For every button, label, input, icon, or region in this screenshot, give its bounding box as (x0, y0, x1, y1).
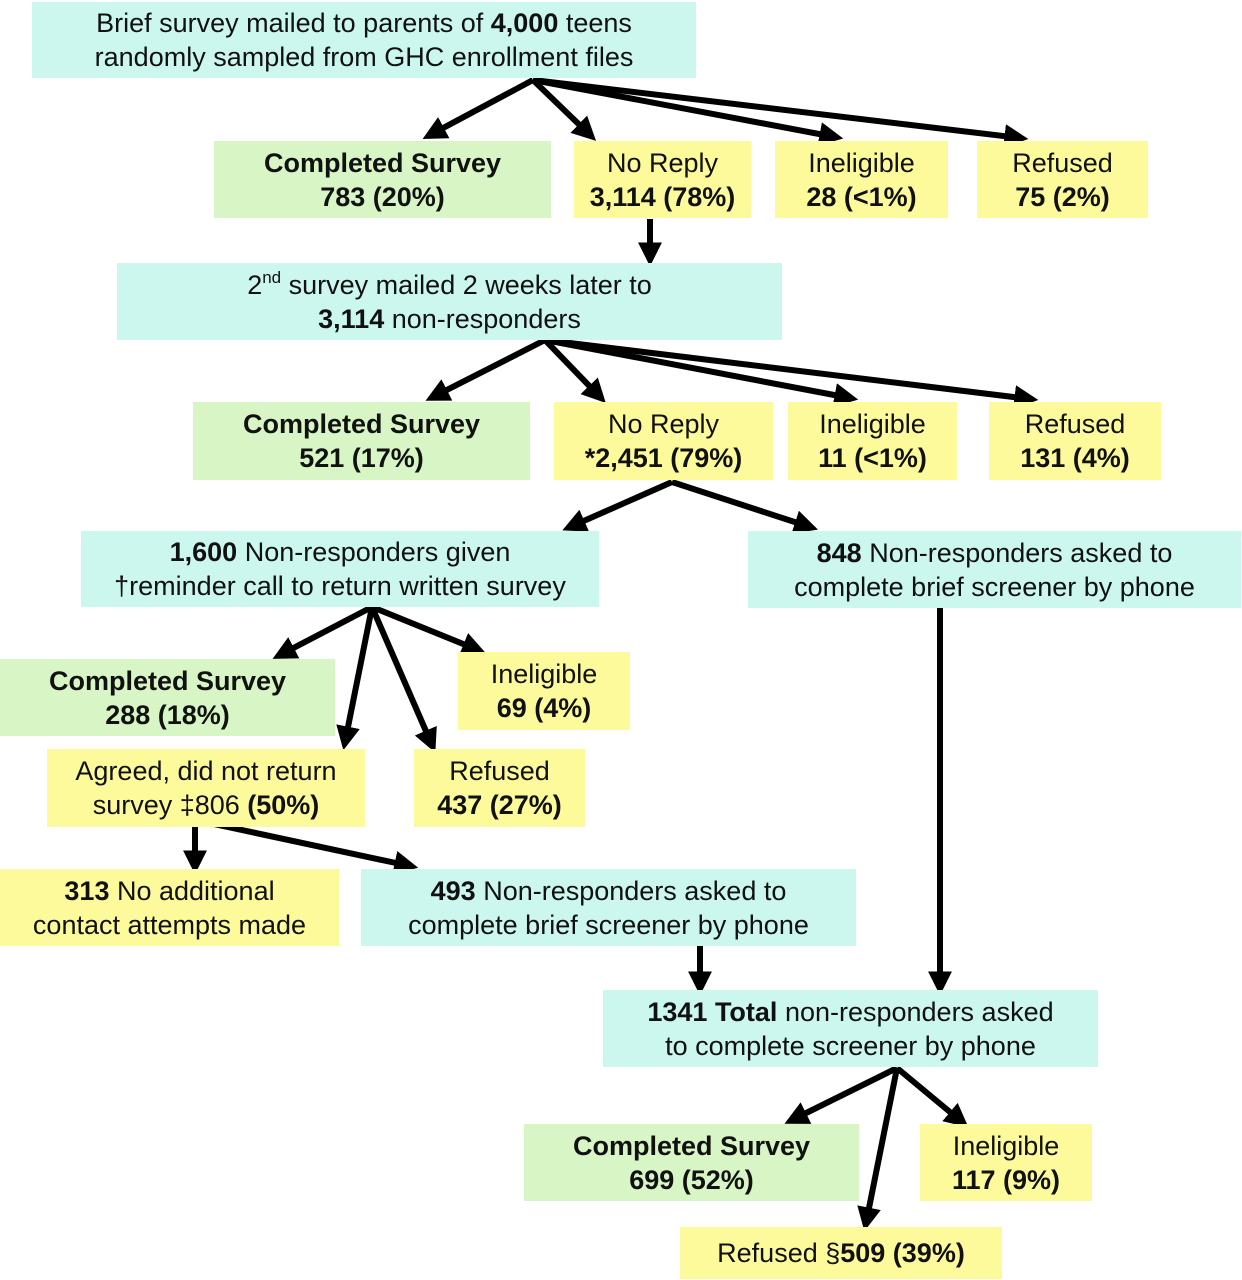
no-additional-line2: contact attempts made (32, 909, 307, 940)
arrow-to-completed-4 (784, 1065, 899, 1124)
agreed-percent: (50%) (247, 790, 320, 820)
ineligible-value-3: 69 (4%) (496, 693, 592, 723)
no-additional-text: No additional (109, 875, 275, 906)
ineligible-label-3: Ineligible (490, 659, 598, 689)
ineligible-label-2: Ineligible (819, 409, 926, 439)
total-line2: to complete screener by phone (665, 1030, 1036, 1061)
ineligible-value-1: 28 (<1%) (806, 181, 917, 212)
refused-value-2: 131 (4%) (1020, 443, 1130, 473)
refused-label-2: Refused (1024, 409, 1126, 439)
second-survey-ordinal: 2 (247, 269, 263, 300)
second-survey-box: 2nd survey mailed 2 weeks later to 3,114… (117, 263, 782, 340)
completed-label-3: Completed Survey (48, 665, 287, 696)
arrow-to-refused-3 (369, 605, 437, 753)
no-additional-count: 313 (64, 875, 110, 906)
phone493-count: 493 (430, 875, 476, 906)
total-text: non-responders asked (777, 996, 1054, 1027)
completed-label-2: Completed Survey (242, 409, 481, 439)
phone-screener-848-box: 848 Non-responders asked to complete bri… (748, 531, 1241, 608)
ineligible-box-1: Ineligible 28 (<1%) (775, 141, 948, 218)
initial-mailing-text-end: teens (558, 8, 632, 38)
refused-label-3: Refused (449, 756, 550, 786)
reminder-call-box: 1,600 Non-responders given †reminder cal… (81, 531, 599, 607)
completed-label-1: Completed Survey (263, 147, 502, 178)
refused-box-2: Refused 131 (4%) (989, 402, 1161, 480)
second-survey-count: 3,114 (318, 303, 385, 334)
arrow-to-completed-3 (272, 604, 374, 659)
phone493-line2: complete brief screener by phone (408, 909, 809, 940)
completed-value-1: 783 (20%) (320, 181, 445, 212)
arrow-to-completed-1 (422, 77, 535, 139)
no-reply-label-1: No Reply (606, 147, 719, 178)
refused-box-3: Refused 437 (27%) (414, 749, 585, 827)
refused-box-4: Refused §509 (39%) (680, 1227, 1002, 1279)
arrow-to-agreed (336, 606, 375, 751)
arrow-to-ineligible-4 (895, 1065, 969, 1128)
no-reply-value-2: *2,451 (79%) (584, 443, 743, 473)
completed-survey-box-1: Completed Survey 783 (20%) (214, 141, 551, 218)
arrow-to-phone493 (194, 817, 419, 875)
initial-mailing-count: 4,000 (490, 8, 559, 38)
refused-box-1: Refused 75 (2%) (977, 141, 1148, 218)
phone493-text: Non-responders asked to (475, 875, 787, 906)
refused-value-1: 75 (2%) (1015, 181, 1110, 212)
refused-value-4: 509 (39%) (840, 1238, 965, 1268)
second-survey-suffix: nd (262, 267, 282, 287)
completed-value-3: 288 (18%) (105, 699, 230, 730)
no-reply-label-2: No Reply (607, 409, 720, 439)
completed-survey-box-2: Completed Survey 521 (17%) (193, 402, 530, 480)
phone848-line2: complete brief screener by phone (794, 571, 1195, 602)
ineligible-value-2: 11 (<1%) (818, 443, 927, 473)
completed-survey-box-4: Completed Survey 699 (52%) (524, 1124, 859, 1201)
refused-label-4: Refused § (717, 1238, 841, 1268)
agreed-line1: Agreed, did not return (75, 756, 337, 786)
arrow-to-refused-4 (857, 1067, 900, 1232)
completed-value-4: 699 (52%) (629, 1164, 754, 1195)
agreed-not-returned-box: Agreed, did not return survey ‡806 (50%) (47, 749, 365, 827)
arrow-to-ineligible-3 (370, 604, 486, 656)
ineligible-box-2: Ineligible 11 (<1%) (788, 402, 957, 480)
completed-label-4: Completed Survey (572, 1130, 811, 1161)
refused-value-3: 437 (27%) (437, 790, 562, 820)
ineligible-label-1: Ineligible (808, 147, 915, 178)
arrow-to-noreply-2 (542, 337, 606, 404)
no-additional-contact-box: 313 No additional contact attempts made (0, 869, 339, 946)
arrow-to-noreply-1 (530, 77, 597, 141)
phone-screener-493-box: 493 Non-responders asked to complete bri… (361, 869, 856, 946)
total-phone-screener-box: 1341 Total non-responders asked to compl… (603, 990, 1098, 1067)
arrow-to-reminder (562, 479, 674, 532)
agreed-count: survey ‡806 (92, 790, 248, 820)
second-survey-line2: non-responders (384, 303, 581, 334)
completed-survey-box-3: Completed Survey 288 (18%) (0, 659, 335, 736)
reminder-count: 1,600 (169, 537, 238, 567)
reminder-line2: †reminder call to return written survey (114, 571, 566, 601)
ineligible-box-4: Ineligible 117 (9%) (920, 1124, 1092, 1201)
no-reply-box-1: No Reply 3,114 (78%) (574, 141, 751, 218)
reminder-text: Non-responders given (237, 537, 511, 567)
no-reply-value-1: 3,114 (78%) (589, 181, 736, 212)
completed-value-2: 521 (17%) (299, 443, 424, 473)
ineligible-label-4: Ineligible (952, 1130, 1060, 1161)
arrow-to-ineligible-2 (544, 337, 859, 407)
no-reply-box-2: No Reply *2,451 (79%) (554, 402, 773, 480)
initial-mailing-text: Brief survey mailed to parents of (96, 8, 491, 38)
phone848-count: 848 (816, 537, 862, 568)
second-survey-text: survey mailed 2 weeks later to (281, 269, 652, 300)
arrow-to-refused-1 (532, 77, 1029, 149)
arrow-to-phone848 (671, 479, 818, 534)
arrow-to-ineligible-1 (532, 77, 844, 146)
refused-label-1: Refused (1012, 147, 1113, 178)
ineligible-value-4: 117 (9%) (951, 1164, 1061, 1195)
arrow-to-refused-2 (544, 337, 1039, 410)
initial-mailing-line2: randomly sampled from GHC enrollment fil… (94, 42, 634, 72)
ineligible-box-3: Ineligible 69 (4%) (458, 652, 630, 730)
initial-mailing-box: Brief survey mailed to parents of 4,000 … (32, 2, 696, 78)
arrow-to-completed-2 (425, 337, 547, 401)
total-count: 1341 Total (647, 996, 778, 1027)
phone848-text: Non-responders asked to (861, 537, 1173, 568)
